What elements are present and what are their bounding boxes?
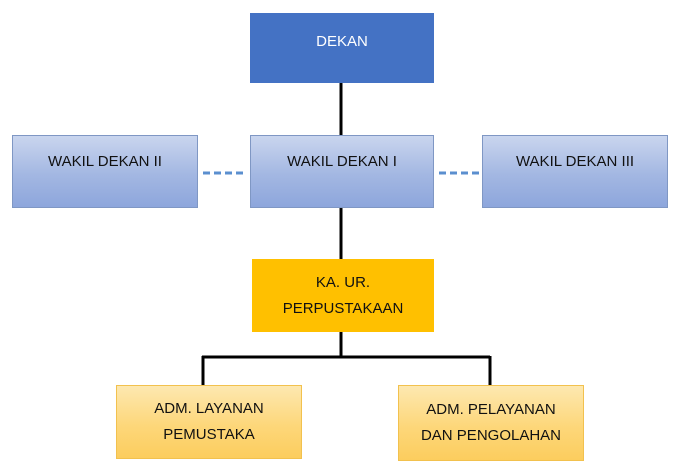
box-dekan: DEKAN <box>250 13 434 83</box>
box-ka-ur-perpustakaan: KA. UR. PERPUSTAKAAN <box>252 259 434 332</box>
box-adm-layanan-pemustaka: ADM. LAYANAN PEMUSTAKA <box>116 385 302 459</box>
box-wakil-dekan-1: WAKIL DEKAN I <box>250 135 434 208</box>
box-wakil-dekan-3: WAKIL DEKAN III <box>482 135 668 208</box>
box-adm-pelayanan-pengolahan: ADM. PELAYANAN DAN PENGOLAHAN <box>398 385 584 461</box>
box-wakil-dekan-2: WAKIL DEKAN II <box>12 135 198 208</box>
